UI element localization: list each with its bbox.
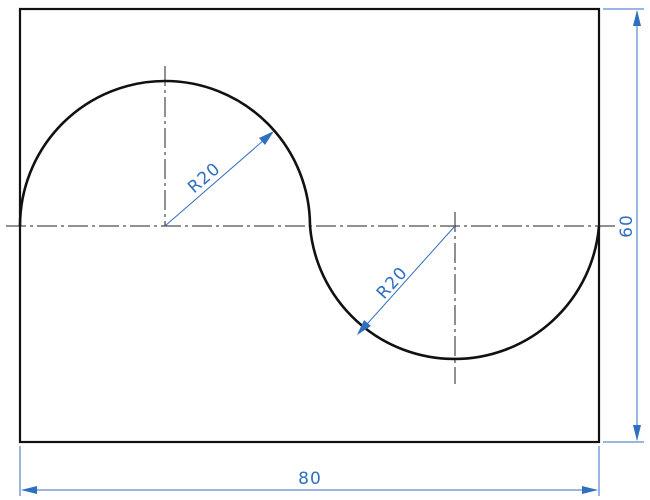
- upper-radius-arrowhead: [259, 131, 274, 145]
- lower-radius-dimension-line: [358, 225, 456, 334]
- lower-radius-label: R20: [373, 263, 412, 303]
- width-arrowhead-right: [582, 486, 598, 494]
- s-curve-profile: [18, 79, 601, 361]
- upper-radius-dimension-line: [164, 132, 273, 227]
- lower-radius-arrowhead: [357, 320, 371, 335]
- width-arrowhead-left: [21, 486, 37, 494]
- height-arrowhead-top: [633, 10, 641, 26]
- height-dimension-label: 60: [617, 214, 637, 238]
- height-arrowhead-bottom: [633, 425, 641, 441]
- width-dimension-label: 80: [298, 469, 322, 489]
